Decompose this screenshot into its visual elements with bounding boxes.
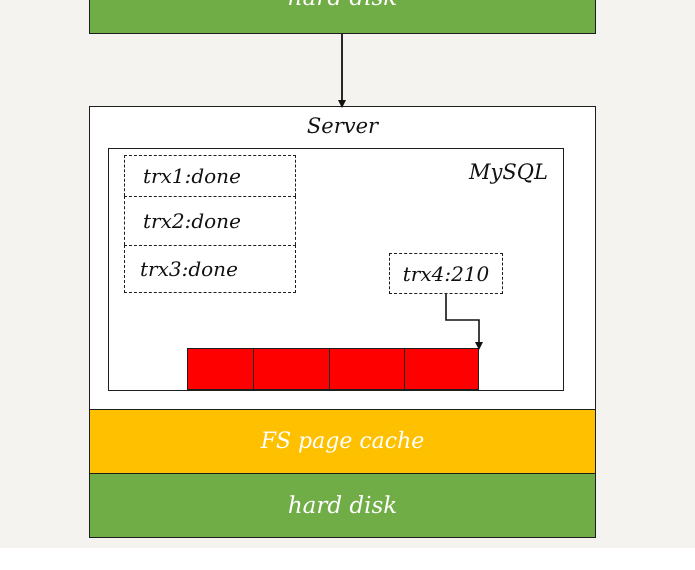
trx4-box: trx4:210 [389,253,503,294]
mysql-label: MySQL [469,160,548,184]
trx2-box: trx2:done [124,196,296,245]
buffer-cell [330,349,405,389]
fs-page-cache-box: FS page cache [89,409,596,474]
buffer-cell [404,349,478,389]
red-buffer [187,348,479,390]
top-hard-disk-box: hard disk [89,0,596,34]
top-hard-disk-label: hard disk [288,0,397,11]
trx1-label: trx1:done [143,164,241,188]
trx2-label: trx2:done [143,209,241,233]
trx3-box: trx3:done [124,245,296,293]
trx4-label: trx4:210 [402,261,490,286]
trx3-label: trx3:done [140,257,238,281]
server-label: Server [306,114,379,138]
buffer-cell [253,349,331,389]
buffer-cell [188,349,254,389]
bottom-hard-disk-label: hard disk [287,492,398,519]
trx1-box: trx1:done [124,155,296,196]
fs-page-cache-label: FS page cache [260,429,425,454]
bottom-hard-disk-box: hard disk [89,473,596,538]
